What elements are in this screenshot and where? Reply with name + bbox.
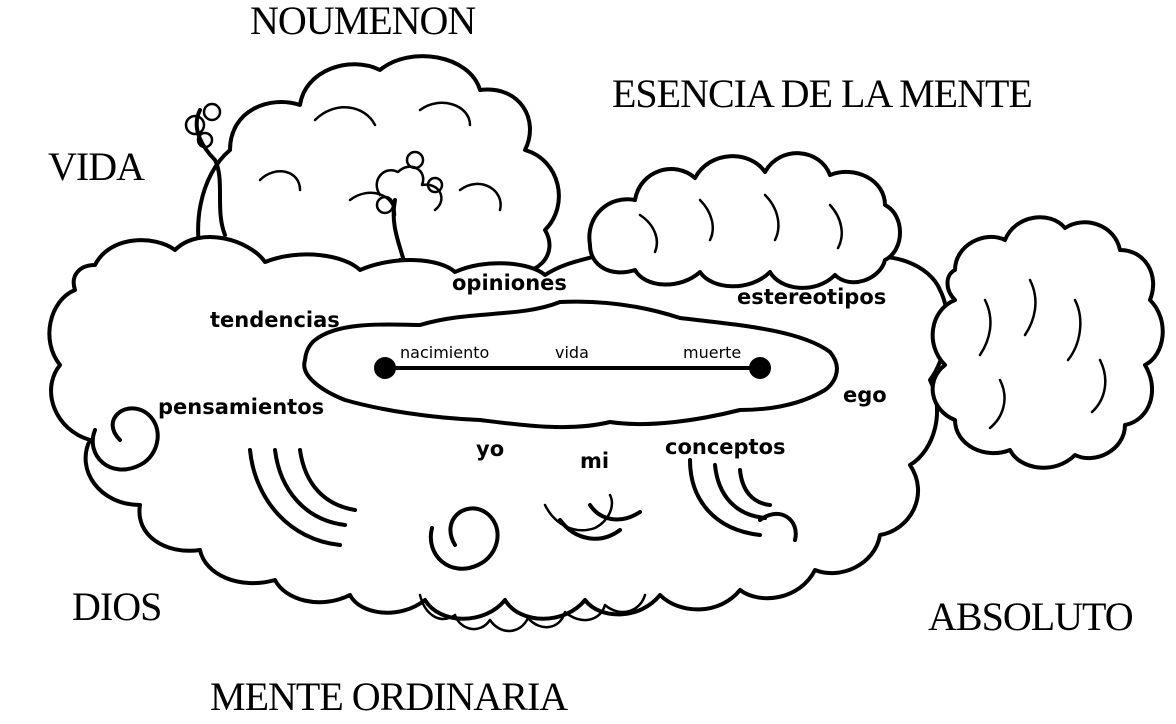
label-mente-ordinaria: MENTE ORDINARIA [210,674,568,719]
word-yo: yo [476,437,504,461]
flower-ornament-left [184,102,227,237]
swirl-center [428,506,500,571]
word-mi: mi [580,449,609,473]
word-conceptos: conceptos [665,435,786,459]
word-opiniones: opiniones [452,271,567,295]
label-vida: VIDA [48,144,145,189]
swirl-left [90,406,160,472]
word-pensamientos: pensamientos [158,395,324,419]
right-cloud [930,215,1165,470]
lifeline-start-label: nacimiento [400,343,489,362]
wave-lines-left [248,448,357,547]
label-esencia-de-la-mente: ESENCIA DE LA MENTE [612,71,1032,116]
lifeline-middle-label: vida [555,343,589,362]
word-estereotipos: estereotipos [737,285,886,309]
lifeline-cloud [302,299,839,430]
lifeline-end-label: muerte [683,343,741,362]
birth-marker [374,357,396,379]
label-dios: DIOS [72,584,161,629]
word-tendencias: tendencias [210,308,340,332]
bottom-scallops [418,593,647,633]
esencia-cloud [587,151,902,290]
word-ego: ego [843,383,887,407]
wave-lines-right [688,458,772,537]
label-noumenon: NOUMENON [250,0,475,43]
label-absoluto: ABSOLUTO [928,594,1133,639]
death-marker [749,357,771,379]
